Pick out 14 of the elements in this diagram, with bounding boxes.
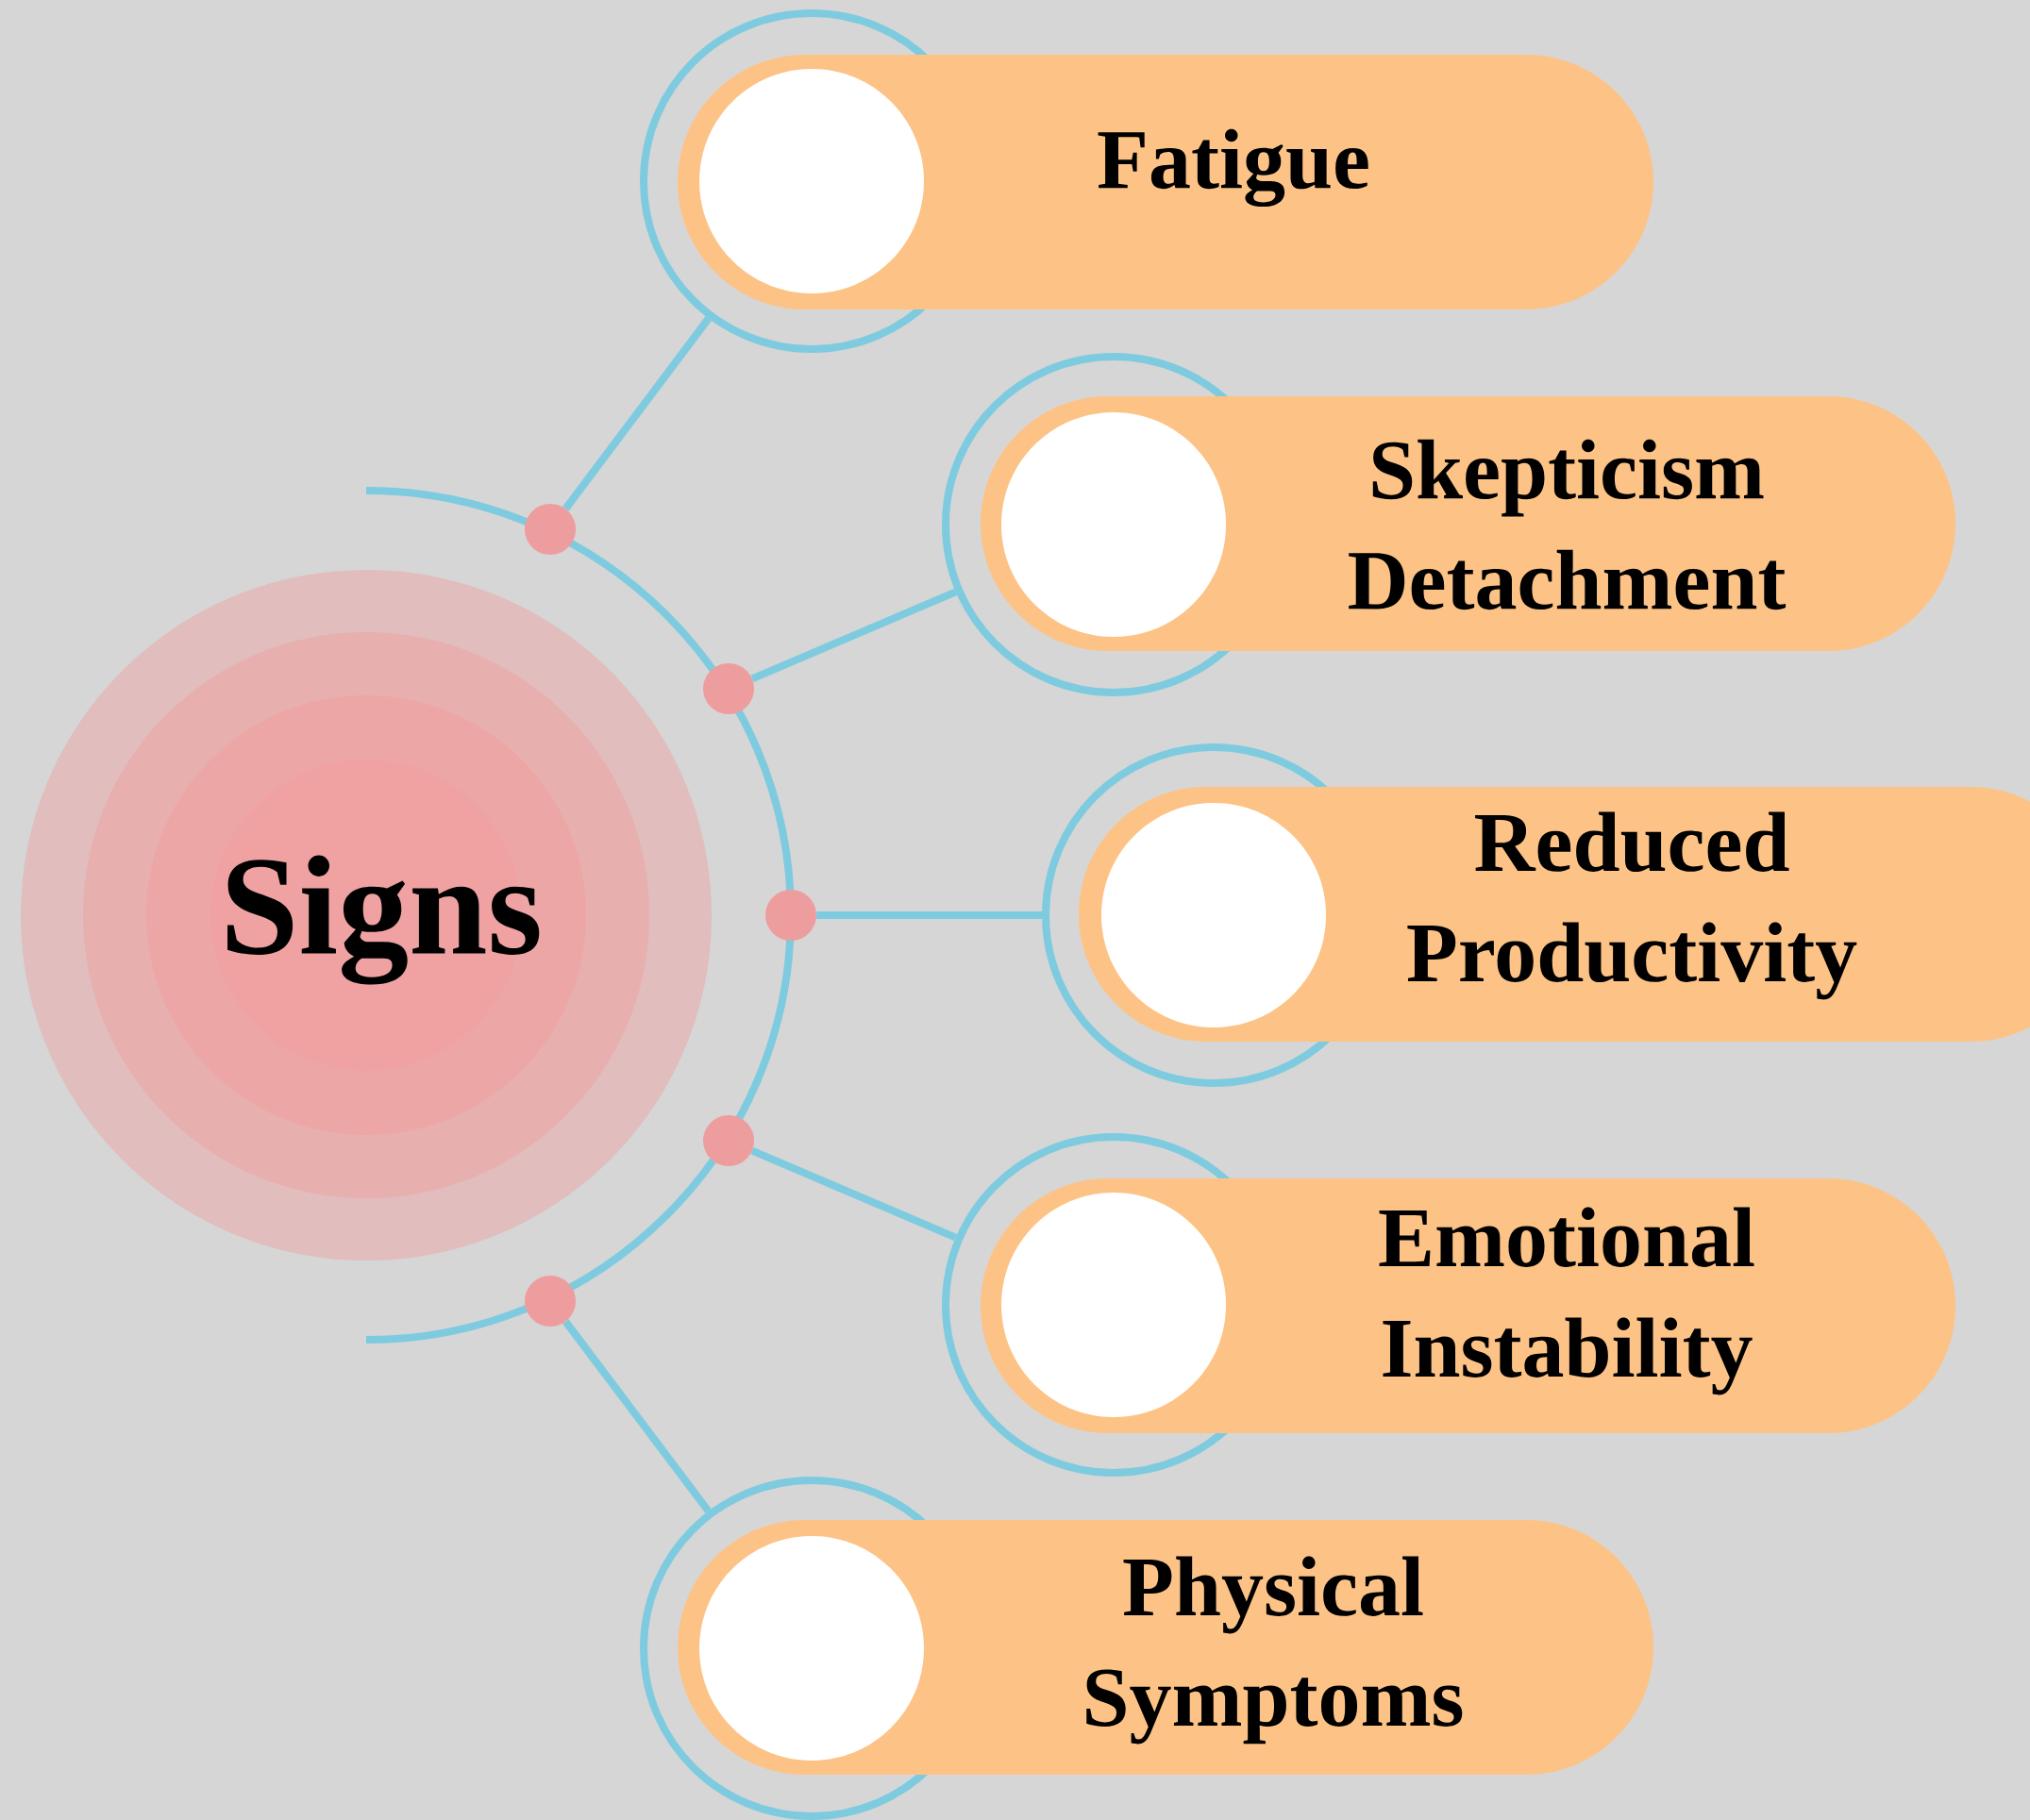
label-pill: Physical Symptoms bbox=[640, 1477, 1654, 1820]
connector-line bbox=[562, 316, 712, 511]
label-pill: Skepticism Detachment bbox=[942, 353, 1956, 696]
dot bbox=[703, 1115, 754, 1166]
dot bbox=[525, 1276, 576, 1327]
connector-line bbox=[750, 1146, 958, 1242]
label-pill: Fatigue bbox=[640, 8, 1654, 353]
connector-line bbox=[562, 1319, 712, 1513]
dot bbox=[703, 663, 754, 714]
connector-line bbox=[750, 588, 958, 682]
dot bbox=[765, 890, 816, 941]
label-pill: Emotional Instability bbox=[942, 1133, 1956, 1477]
dot bbox=[525, 504, 576, 555]
label-pill: Reduced Productivity bbox=[1042, 743, 2030, 1087]
